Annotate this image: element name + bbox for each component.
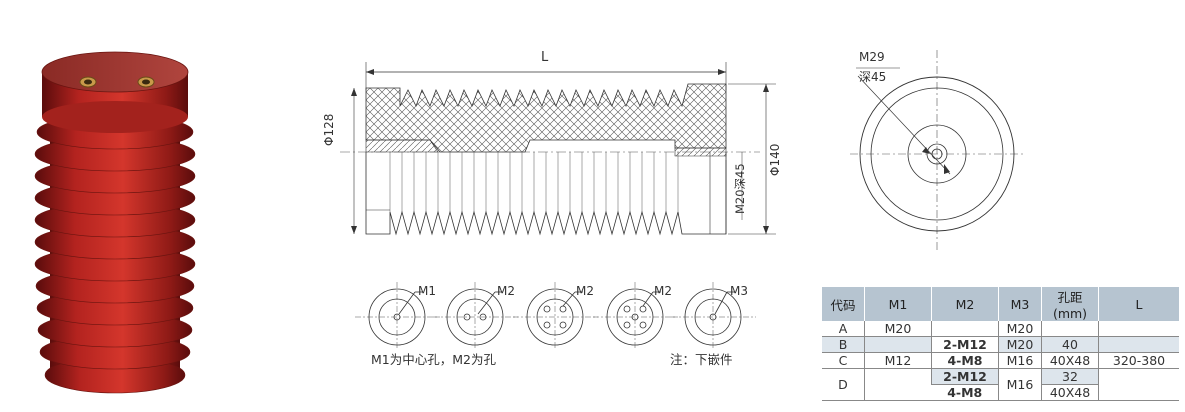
top-thread-label: M29 [859,50,885,64]
cell-m2: 4-M8 [931,384,999,401]
cell-m1 [864,368,932,401]
header-m3: M3 [998,287,1042,321]
header-m1: M1 [864,287,932,321]
insulator-photo [34,51,196,394]
cell-code: C [822,352,865,369]
diameter-right-label: Φ140 [768,143,782,176]
cell-hole: 40 [1041,336,1099,353]
table-row: 4-M8 40X48 [822,384,1179,401]
table-row: A M20 M20 [822,321,1179,337]
insert-label-4: M2 [654,284,672,298]
cell-hole: 40X48 [1041,384,1099,401]
cell-m1: M12 [864,352,932,369]
table-row: D 2-M12 M16 32 [822,368,1179,401]
cell-m2: 4-M8 [931,352,999,369]
cell-m2: 2-M12 [931,336,999,353]
header-hole-spacing: 孔距(mm) [1041,287,1099,321]
cell-l [1098,336,1179,353]
table-header-row: 代码 M1 M2 M3 孔距(mm) L [822,287,1179,321]
insert-note: 注：下嵌件 [670,352,733,367]
cell-code: D [822,368,865,401]
cell-l [1098,368,1179,401]
header-m2: M2 [931,287,999,321]
table-row: C M12 4-M8 M16 40X48 320-380 [822,352,1179,369]
cell-m2 [931,321,999,337]
header-l: L [1098,287,1179,321]
header-code: 代码 [822,287,865,321]
cell-hole: 32 [1041,368,1099,385]
top-view-drawing [850,50,1025,250]
cell-l [1098,321,1179,337]
side-section-drawing [340,62,776,236]
cell-m1: M20 [864,321,932,337]
cell-l: 320-380 [1098,352,1179,369]
insert-label-3: M2 [576,284,594,298]
cell-code: B [822,336,865,353]
thread-depth-label: M20深45 [733,163,747,214]
top-depth-label: 深45 [859,70,887,84]
spec-table: 代码 M1 M2 M3 孔距(mm) L A M20 M20 B 2-M12 M… [822,287,1179,401]
insert-label-1: M1 [418,284,436,298]
insert-label-2: M2 [497,284,515,298]
cell-m3: M16 [998,368,1042,401]
cell-m1 [864,336,932,353]
cell-m2: 2-M12 [931,368,999,385]
insert-label-5: M3 [730,284,748,298]
cell-hole: 40X48 [1041,352,1099,369]
cell-m3: M20 [998,336,1042,353]
insert-variant-views [355,282,756,348]
table-row: B 2-M12 M20 40 [822,336,1179,353]
cell-code: A [822,321,865,337]
length-label: L [541,50,549,65]
center-hole-note: M1为中心孔，M2为孔 [371,352,496,367]
cell-m3: M16 [998,352,1042,369]
cell-m3: M20 [998,321,1042,337]
diameter-left-label: Φ128 [322,113,336,146]
cell-hole [1041,321,1099,337]
